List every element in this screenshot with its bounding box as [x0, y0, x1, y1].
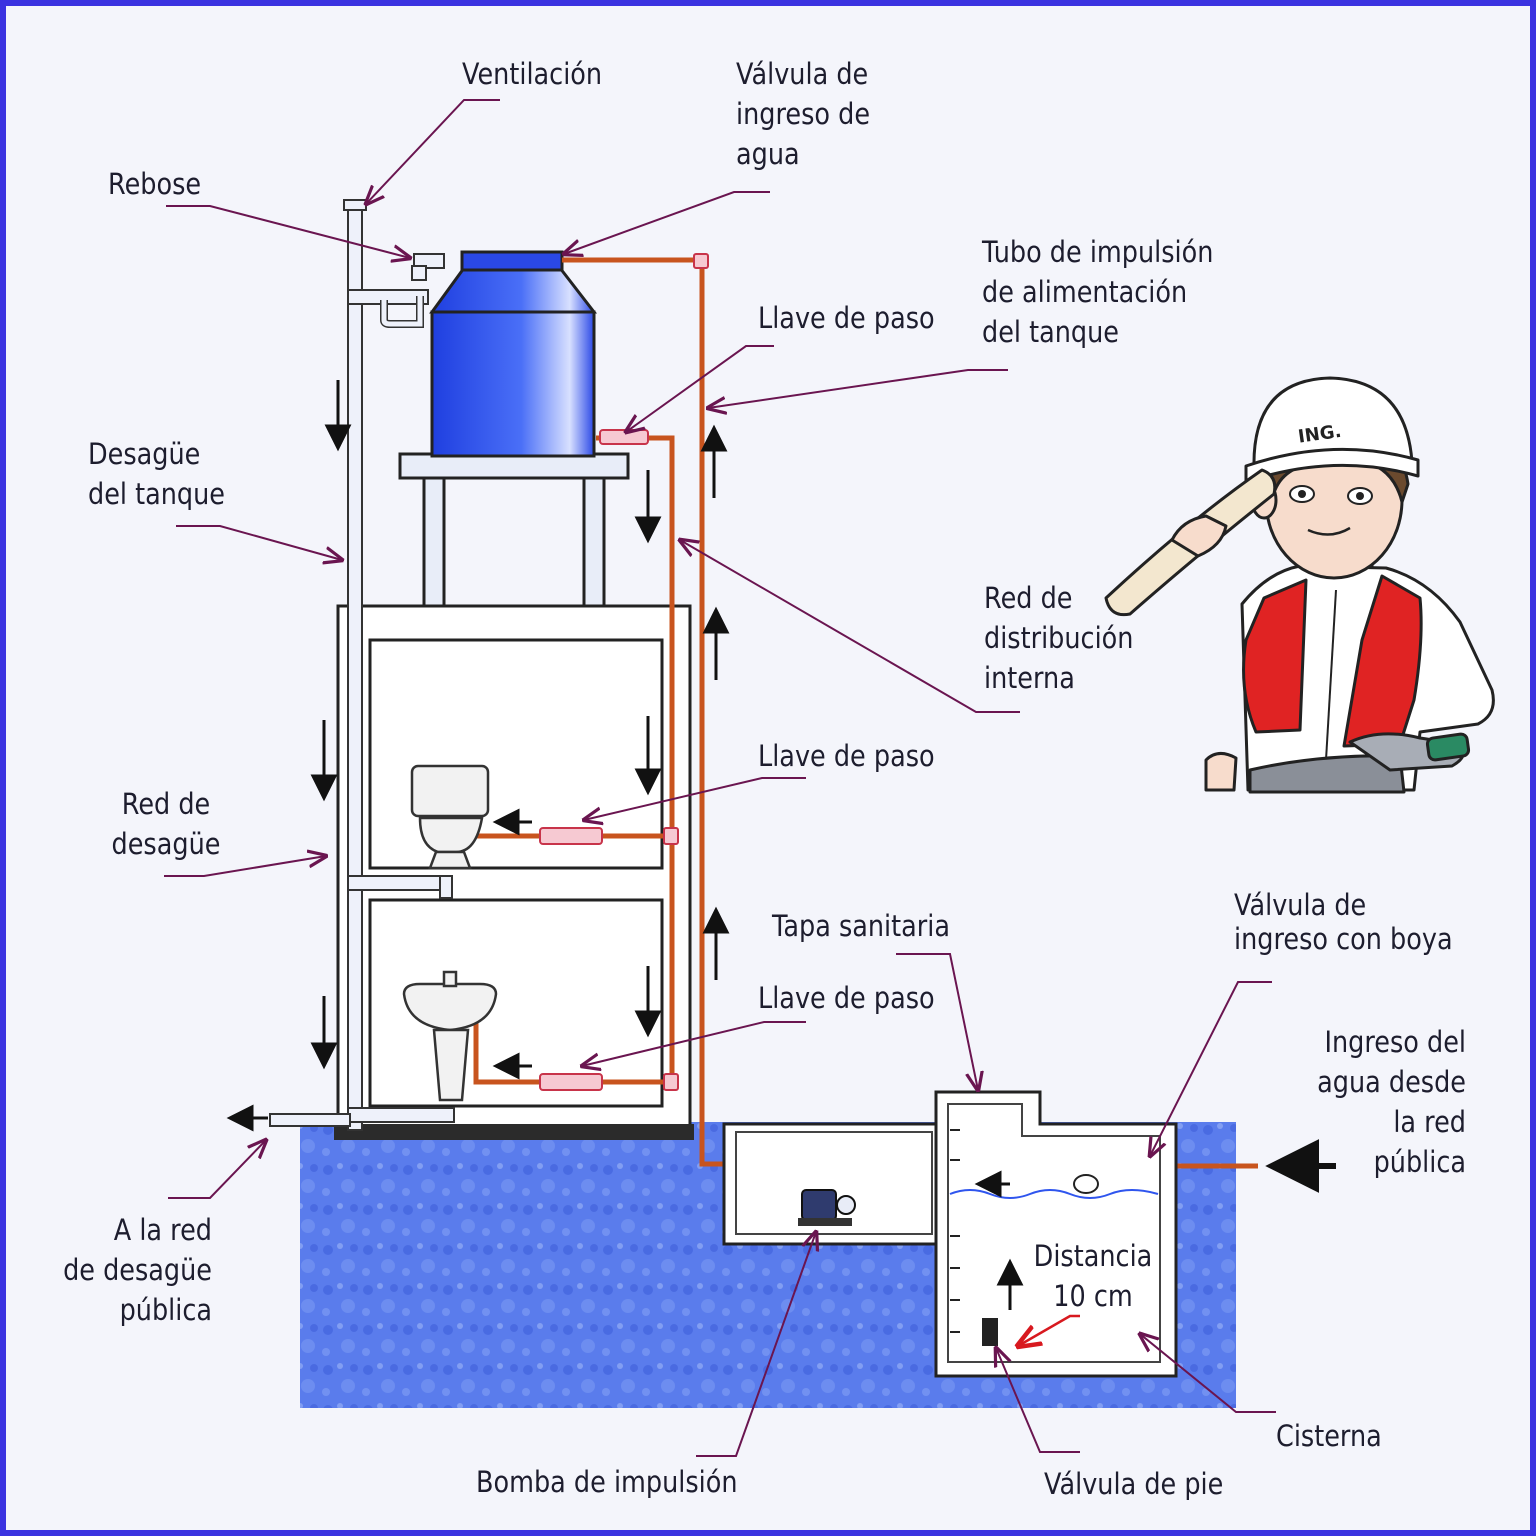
label-rebose: Rebose	[108, 167, 202, 201]
label-ventilacion: Ventilación	[462, 57, 603, 91]
label-distancia: Distancia 10 cm	[1033, 1239, 1153, 1313]
water-tank	[429, 250, 598, 458]
pump-motor	[798, 1189, 856, 1226]
label-red-distribucion: Red de distribución interna	[984, 581, 1134, 695]
label-llave-paso-2: Llave de paso	[758, 739, 935, 773]
label-ingreso-agua-red: Ingreso del agua desde la red pública	[1317, 1025, 1466, 1179]
label-llave-paso-1: Llave de paso	[758, 301, 935, 335]
label-tapa-sanitaria: Tapa sanitaria	[772, 909, 951, 943]
label-valvula-boya: Válvula de ingreso con boya	[1234, 888, 1453, 956]
label-llave-paso-3: Llave de paso	[758, 981, 935, 1015]
distance-arrow	[1018, 1314, 1080, 1346]
label-red-desague-publica: A la red de desagüe pública	[63, 1213, 212, 1327]
toilet-fixture	[410, 764, 490, 870]
sink-fixture	[402, 970, 498, 1102]
flow-arrows	[226, 380, 1336, 1310]
label-valvula-pie: Válvula de pie	[1044, 1467, 1224, 1501]
label-cisterna: Cisterna	[1276, 1419, 1382, 1453]
drain-pipes	[269, 199, 455, 1131]
engineer-illustration	[1104, 376, 1495, 794]
cistern	[934, 1090, 1178, 1378]
label-tubo-impulsion: Tubo de impulsión de alimentación del ta…	[982, 235, 1214, 349]
label-valvula-ingreso-agua: Válvula de ingreso de agua	[736, 57, 871, 171]
label-desague-tanque: Desagüe del tanque	[88, 437, 226, 511]
leader-lines	[164, 99, 1276, 1457]
label-bomba-impulsion: Bomba de impulsión	[476, 1465, 738, 1499]
label-red-desague: Red de desagüe	[111, 787, 221, 861]
